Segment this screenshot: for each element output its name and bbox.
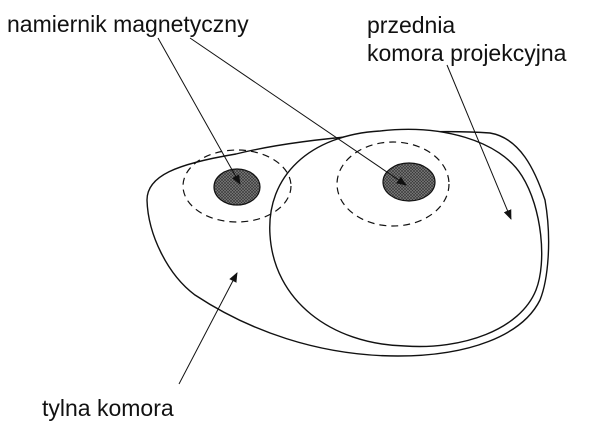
front-magnetic-port [382, 162, 436, 202]
rear-chamber-outline [146, 131, 550, 357]
front-chamber-label-line2: komora projekcyjna [367, 40, 567, 66]
magnet-leader-line-rear [157, 37, 241, 185]
rear-port-dashed-ring [182, 149, 292, 223]
front-chamber-leader-line [446, 64, 512, 220]
rear-chamber-leader-line [178, 272, 238, 385]
front-chamber-label-line1: przednia [367, 12, 455, 38]
magnet-leader-line-front [189, 37, 407, 186]
rear-magnetic-port [213, 168, 261, 206]
rear-chamber-label: tylna komora [42, 395, 174, 421]
front-chamber-outline [269, 128, 543, 348]
front-port-dashed-ring [336, 141, 450, 227]
magnet-label: namiernik magnetyczny [7, 11, 249, 37]
